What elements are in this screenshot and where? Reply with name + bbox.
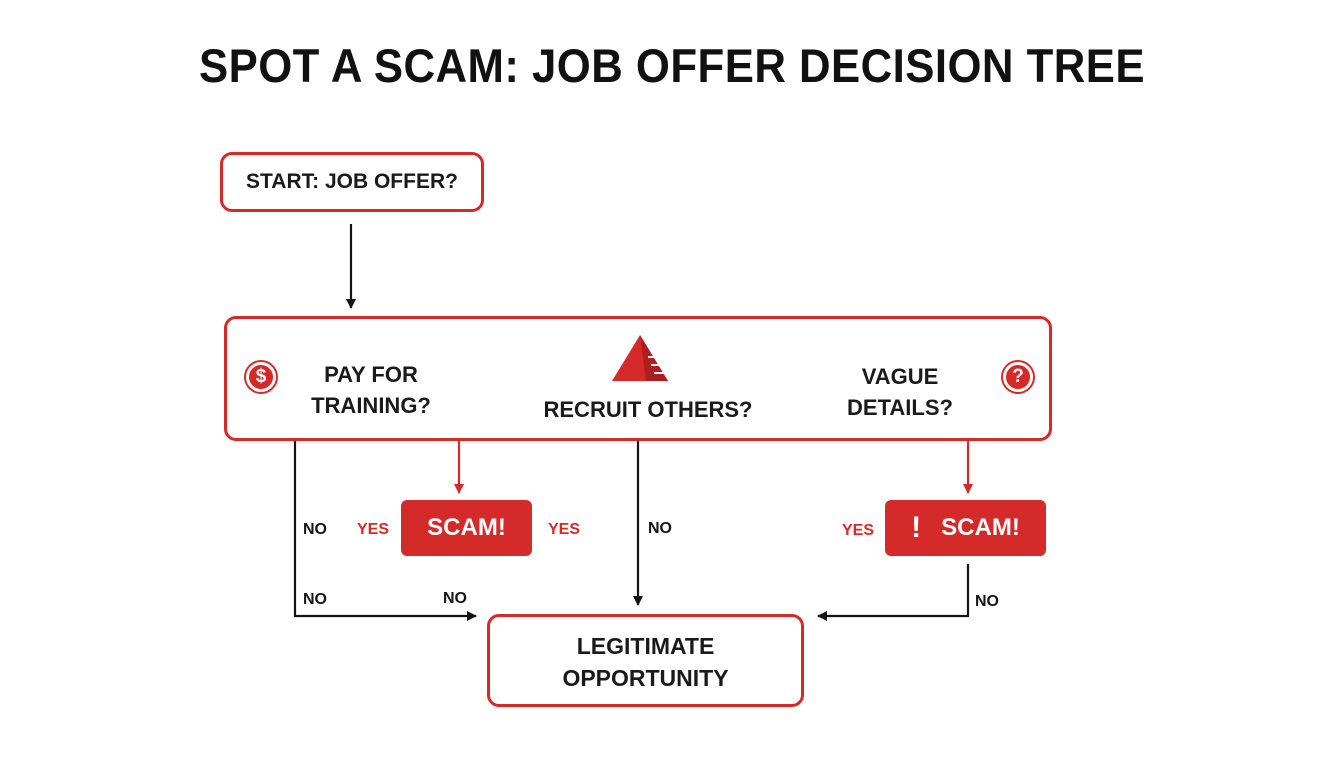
question-band	[224, 316, 1052, 441]
legitimate-opportunity-node: LEGITIMATE OPPORTUNITY	[487, 614, 804, 707]
scam-outcome-left: SCAM!	[401, 500, 532, 556]
scam-outcome-right: ! SCAM!	[885, 500, 1046, 556]
pay-for-training-question: PAY FOR TRAINING?	[296, 359, 446, 421]
start-label: START: JOB OFFER?	[246, 170, 458, 193]
recruit-others-question: RECRUIT OTHERS?	[543, 397, 753, 422]
vague-details-question: VAGUE DETAILS?	[825, 361, 975, 423]
legit-label: LEGITIMATE OPPORTUNITY	[490, 630, 801, 694]
edge-label-no-center: NO	[648, 520, 672, 537]
arrow-vague-no-to-legit	[817, 564, 970, 621]
legit-line-2: OPPORTUNITY	[562, 665, 729, 691]
page-title: SPOT A SCAM: JOB OFFER DECISION TREE	[198, 39, 1146, 92]
scam-left-label: SCAM!	[427, 514, 506, 541]
pay-line-2: TRAINING?	[311, 393, 431, 418]
pyramid-icon	[612, 335, 668, 381]
edge-label-no-left-upper: NO	[303, 521, 327, 538]
legit-line-1: LEGITIMATE	[576, 633, 715, 659]
vague-line-2: DETAILS?	[847, 395, 953, 420]
edge-label-yes-mid: YES	[548, 521, 581, 538]
vague-line-1: VAGUE	[861, 364, 939, 389]
start-node: START: JOB OFFER?	[220, 152, 484, 212]
edge-label-no-mid-lower: NO	[443, 590, 467, 607]
edge-label-no-right: NO	[975, 593, 999, 610]
dollar-icon: $	[246, 362, 276, 392]
edge-label-no-left-lower: NO	[303, 591, 327, 608]
scam-right-label: SCAM!	[941, 514, 1020, 541]
question-mark-icon: ?	[1003, 362, 1033, 392]
exclamation-icon: !	[911, 511, 922, 544]
arrow-pay-no-to-legit	[293, 441, 477, 621]
pay-line-1: PAY FOR	[324, 362, 418, 387]
edge-label-yes-right: YES	[842, 522, 875, 539]
edge-label-yes-left: YES	[357, 521, 390, 538]
